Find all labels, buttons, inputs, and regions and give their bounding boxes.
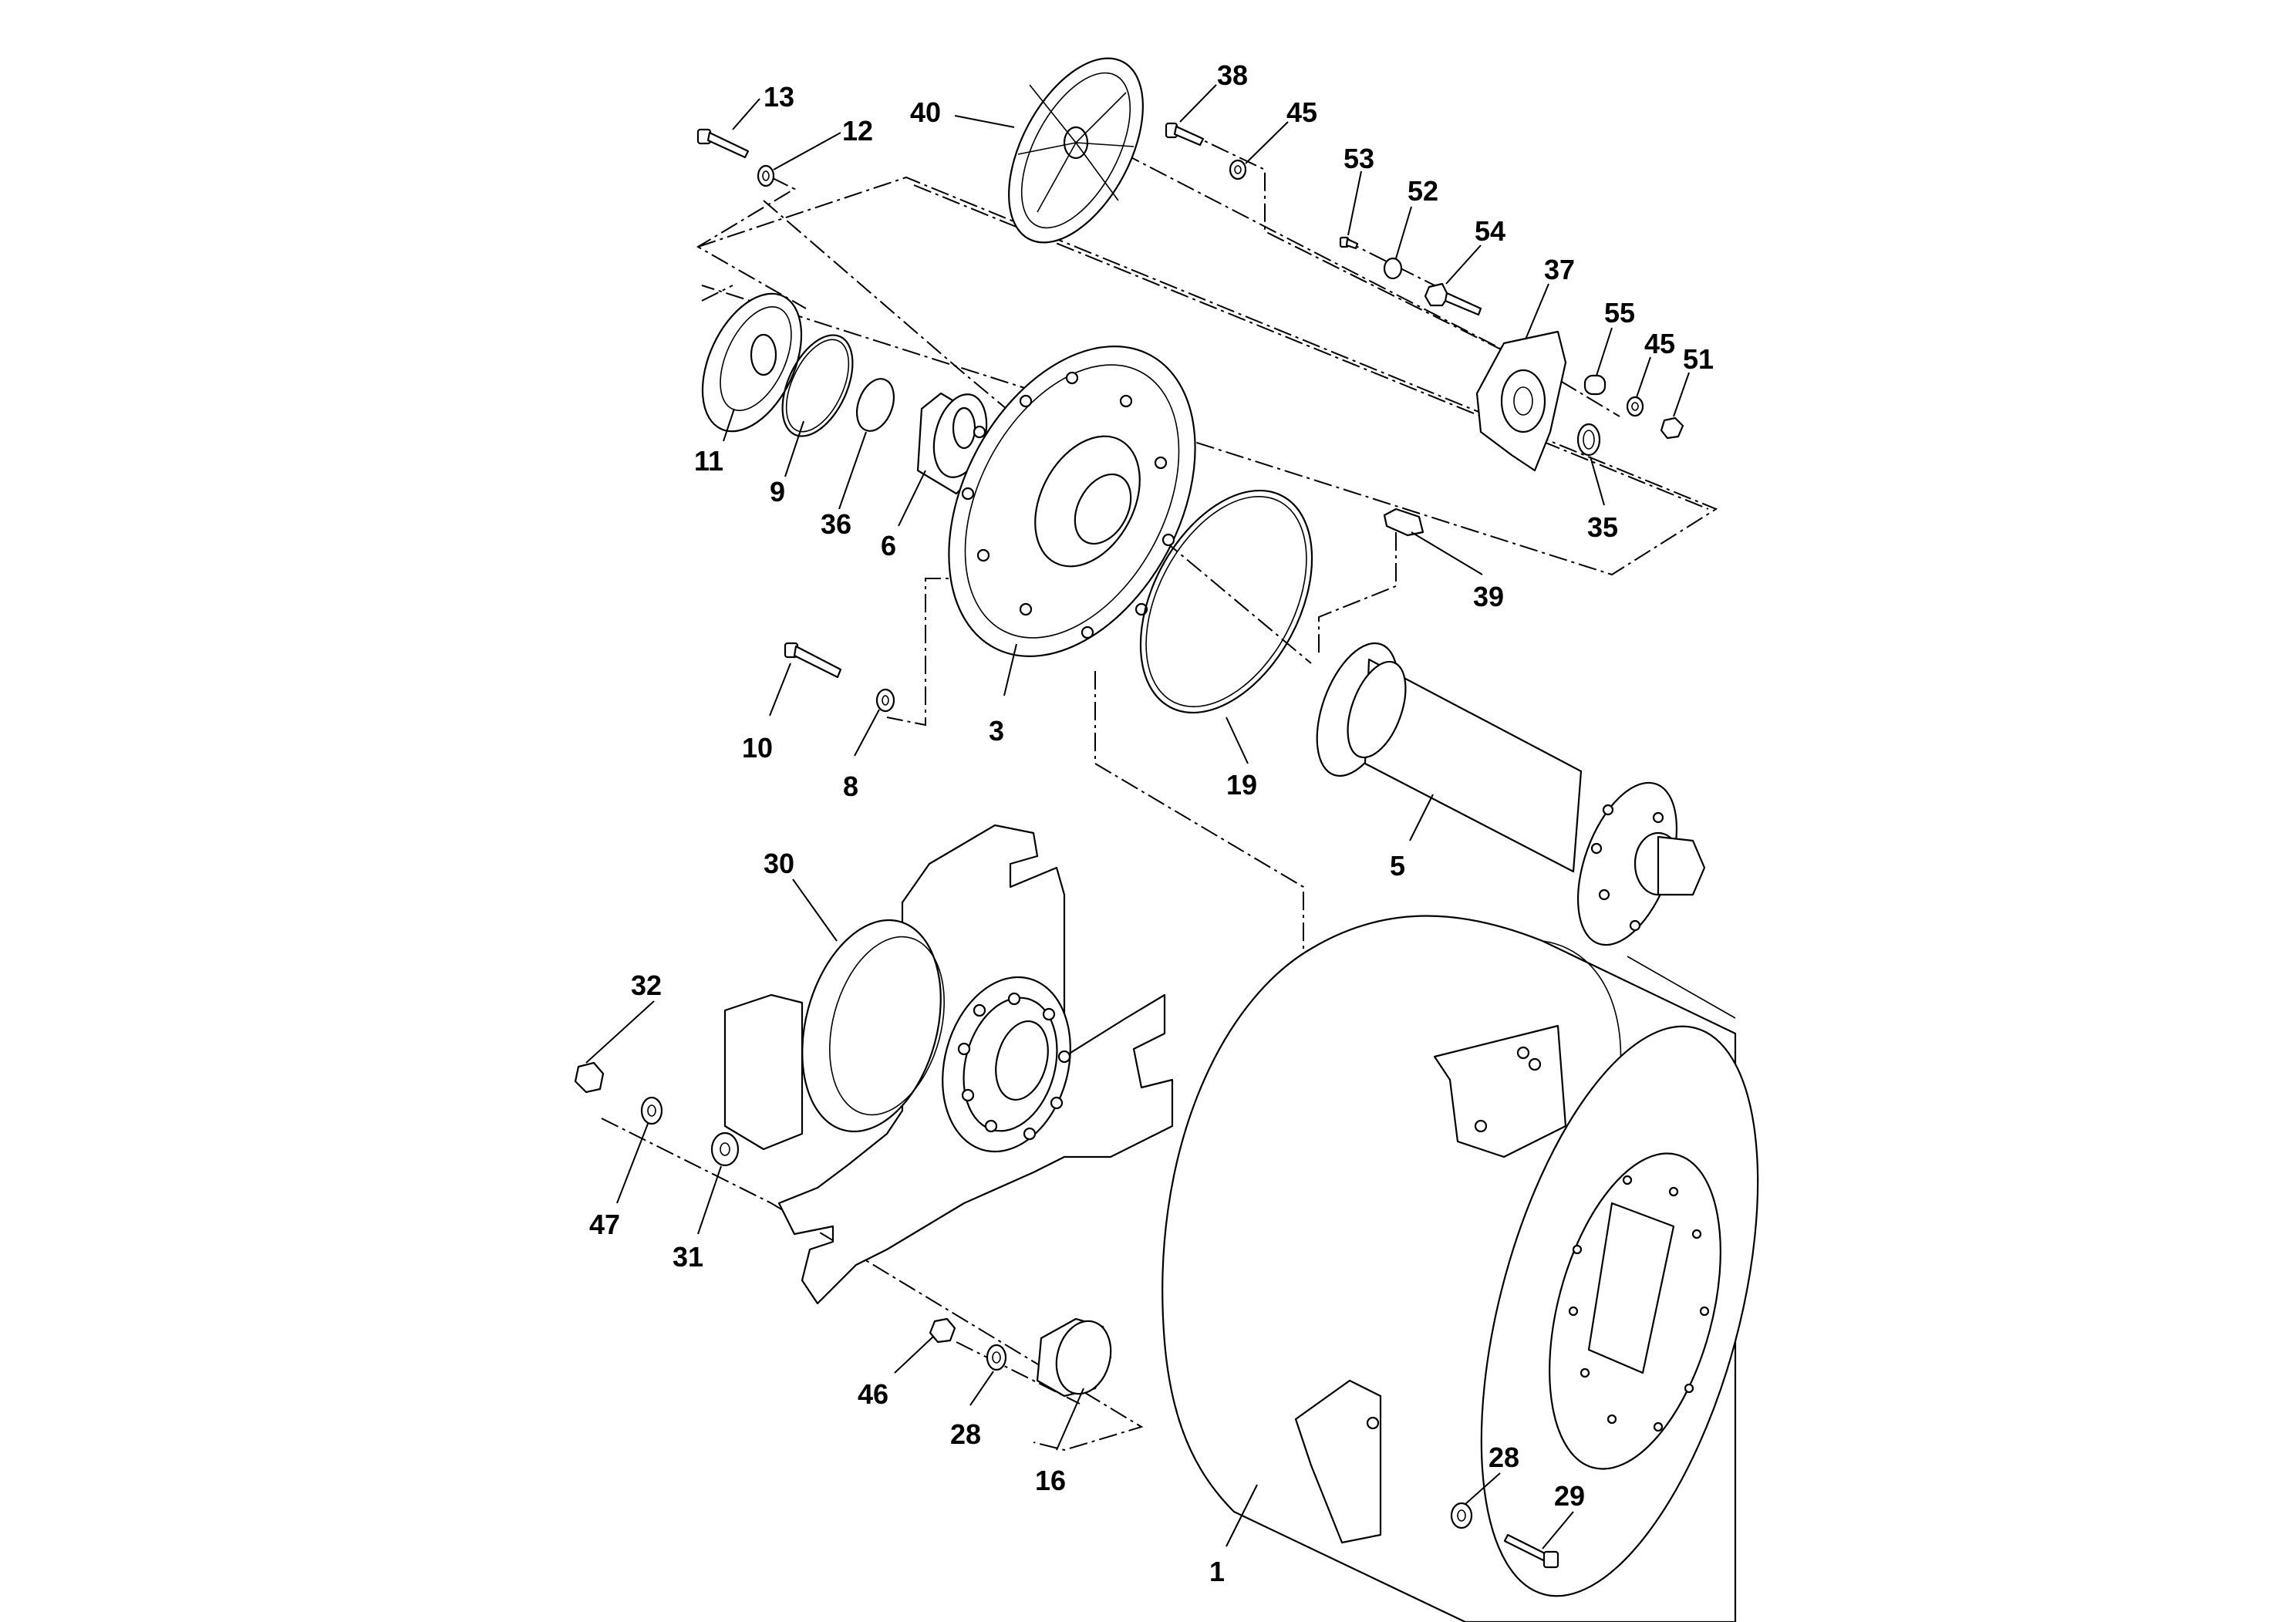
part-1-drum <box>1161 915 1759 1622</box>
part-16-cap <box>1036 1317 1112 1398</box>
callout-12: 12 <box>842 115 873 147</box>
assembly-axis-lines <box>601 130 1718 1505</box>
part-55-bushing <box>1583 374 1607 396</box>
callout-5: 5 <box>1390 850 1405 882</box>
part-38-bolt <box>1165 122 1205 147</box>
callout-31: 31 <box>673 1241 703 1273</box>
callout-47: 47 <box>589 1209 620 1240</box>
callout-53: 53 <box>1344 143 1374 174</box>
part-32-nut <box>574 1061 605 1094</box>
callout-3: 3 <box>989 715 1004 747</box>
leader-lines <box>585 84 1690 1549</box>
callout-35: 35 <box>1587 511 1618 543</box>
callout-37: 37 <box>1544 254 1575 285</box>
callout-10: 10 <box>742 732 773 764</box>
callout-8: 8 <box>843 771 858 802</box>
callout-40: 40 <box>910 96 941 128</box>
callout-51: 51 <box>1683 343 1714 375</box>
callout-52: 52 <box>1408 175 1438 207</box>
callout-28-left: 28 <box>950 1418 981 1450</box>
part-51-nut <box>1660 416 1684 440</box>
callout-6: 6 <box>881 530 896 561</box>
part-13-bolt <box>696 128 750 159</box>
part-31-washer <box>710 1131 740 1167</box>
callout-9: 9 <box>770 476 785 508</box>
part-28-washer-left <box>986 1344 1007 1371</box>
callout-46: 46 <box>858 1378 888 1410</box>
callout-1: 1 <box>1209 1556 1225 1587</box>
callout-39: 39 <box>1473 581 1504 612</box>
callout-36: 36 <box>821 508 851 540</box>
callout-45-upper: 45 <box>1286 96 1317 128</box>
part-12-washer <box>757 164 775 187</box>
callout-13: 13 <box>764 81 794 113</box>
part-10-bolt <box>784 642 842 679</box>
part-40-cover-plate <box>1008 57 1144 244</box>
part-28-washer-right <box>1450 1502 1473 1529</box>
callout-labels: 13 12 40 38 45 53 52 54 37 55 45 51 11 9… <box>589 59 1714 1587</box>
part-11-seal <box>701 292 803 433</box>
part-45-washer-lower <box>1626 396 1644 417</box>
part-53-screw <box>1339 236 1359 250</box>
callout-28-right: 28 <box>1489 1442 1519 1473</box>
part-5-shaft <box>1316 642 1706 946</box>
callout-45-lower: 45 <box>1644 328 1675 359</box>
callout-38: 38 <box>1217 59 1248 91</box>
part-45-washer-upper <box>1229 159 1247 180</box>
callout-11: 11 <box>694 445 723 477</box>
part-19-large-o-ring <box>1139 489 1313 714</box>
part-52-spacer <box>1383 257 1403 280</box>
part-36-snap-ring <box>856 378 895 432</box>
part-29-bolt <box>1503 1533 1559 1569</box>
callout-54: 54 <box>1475 215 1505 247</box>
callout-30: 30 <box>764 848 794 879</box>
callout-32: 32 <box>631 969 662 1001</box>
part-9-o-ring <box>781 334 854 437</box>
callout-19: 19 <box>1226 769 1257 801</box>
part-3-hub-flange <box>948 346 1196 657</box>
callout-55: 55 <box>1604 297 1635 329</box>
callout-29: 29 <box>1554 1480 1585 1512</box>
part-54-fitting <box>1424 282 1482 316</box>
part-37-bracket <box>1475 330 1567 472</box>
part-46-nut <box>929 1317 956 1344</box>
part-35-ring <box>1576 423 1601 457</box>
part-30-motor-bracket <box>723 824 1174 1305</box>
part-8-washer <box>875 688 895 713</box>
part-47-washer <box>640 1096 663 1125</box>
part-39-key <box>1383 508 1424 537</box>
callout-16: 16 <box>1035 1465 1066 1496</box>
